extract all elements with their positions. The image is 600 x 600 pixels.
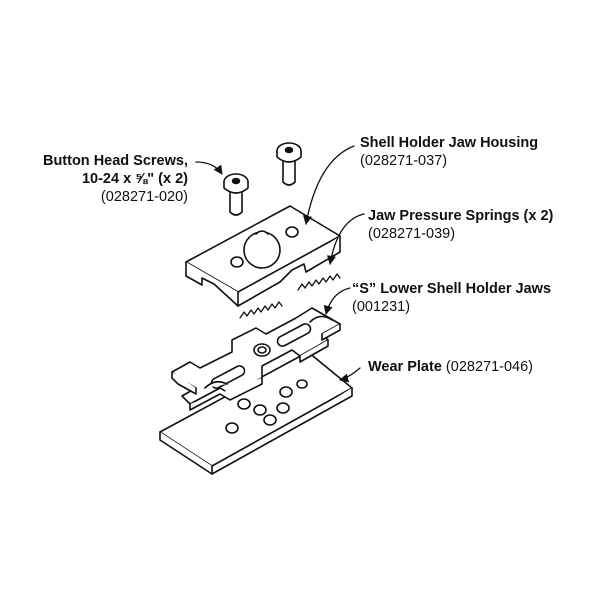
lower-jaws-label: “S” Lower Shell Holder Jaws (001231) (352, 280, 551, 316)
button-head-screw-left (223, 173, 249, 216)
lower-shell-holder-jaws (171, 307, 341, 411)
housing-leader (303, 145, 355, 225)
button-head-screws-name-line2: 10-24 x ⅝" (x 2) (81, 171, 188, 187)
screw-leader (195, 161, 223, 175)
wear-plate-name: Wear Plate (368, 359, 442, 375)
jaws-leader (323, 287, 351, 315)
pressure-springs-part-number: (028271-039) (368, 226, 456, 242)
lower-jaws-name: “S” Lower Shell Holder Jaws (352, 281, 552, 297)
button-head-screws-part-number: (028271-020) (100, 189, 188, 205)
jaw-housing-part-number: (028271-037) (360, 153, 448, 169)
wear-plate-part-number: (028271-046) (445, 359, 533, 375)
button-head-screws-label: Button Head Screws, 10-24 x ⅝" (x 2) (02… (8, 152, 188, 206)
wear-plate (159, 351, 353, 475)
jaw-housing-name: Shell Holder Jaw Housing (360, 135, 539, 151)
shell-holder-jaw-housing (185, 205, 341, 307)
button-head-screw-right (276, 142, 302, 186)
pressure-springs-name: Jaw Pressure Springs (x 2) (368, 208, 554, 224)
pressure-springs-label: Jaw Pressure Springs (x 2) (028271-039) (368, 207, 553, 243)
wear-plate-leader (339, 367, 361, 383)
jaw-pressure-springs (239, 273, 341, 319)
button-head-screws-name-line1: Button Head Screws, (42, 153, 188, 169)
lower-jaws-part-number: (001231) (352, 299, 411, 315)
springs-leader (326, 213, 365, 265)
wear-plate-label: Wear Plate (028271-046) (368, 358, 533, 376)
leader-lines (195, 145, 365, 383)
jaw-housing-label: Shell Holder Jaw Housing (028271-037) (360, 134, 538, 170)
